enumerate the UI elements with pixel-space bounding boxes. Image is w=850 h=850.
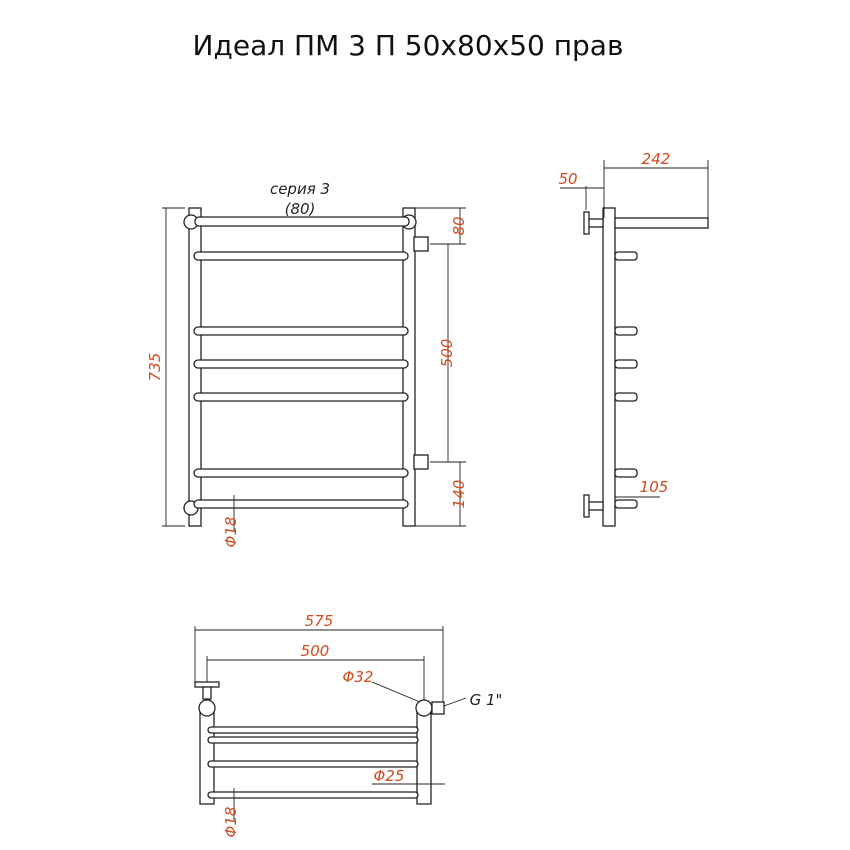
top-right-collector-end bbox=[415, 699, 433, 717]
front-dim-bottom: 140 bbox=[450, 480, 468, 509]
side-rung-stub bbox=[614, 499, 638, 509]
top-left-wall-bracket bbox=[194, 681, 220, 688]
top-rung bbox=[207, 791, 419, 799]
side-riser bbox=[602, 207, 616, 527]
top-dim-width: 575 bbox=[305, 612, 334, 630]
series-label: серия 3 bbox=[270, 180, 330, 198]
top-shelf-rung bbox=[207, 726, 419, 734]
side-shelf bbox=[614, 217, 709, 229]
side-rung-stub bbox=[614, 251, 638, 261]
top-shelf-rung bbox=[207, 736, 419, 744]
front-shelf-bar bbox=[194, 216, 410, 227]
side-dim-offset: 50 bbox=[558, 170, 577, 188]
side-top-bracket bbox=[587, 218, 604, 228]
top-dim-tube: Φ18 bbox=[222, 807, 240, 838]
top-view: 575 500 Φ32 G 1" Φ25 Φ18 bbox=[194, 612, 503, 838]
front-rung bbox=[193, 499, 409, 509]
top-dim-thread: G 1" bbox=[470, 691, 503, 709]
side-rung-stub bbox=[614, 326, 638, 336]
top-thread-connector bbox=[431, 701, 445, 715]
top-left-collector-end bbox=[198, 699, 216, 717]
side-rung-stub bbox=[614, 359, 638, 369]
top-left-bracket-stem bbox=[202, 686, 212, 700]
side-dim-depth: 242 bbox=[642, 150, 671, 168]
front-rung bbox=[193, 468, 409, 478]
top-left-collector bbox=[199, 705, 215, 805]
series-sub-label: (80) bbox=[285, 200, 316, 218]
front-view: 735 серия 3 (80) 80 500 140 Φ18 bbox=[146, 180, 468, 547]
side-bottom-bracket bbox=[587, 501, 604, 511]
side-rung-stub bbox=[614, 468, 638, 478]
front-rung bbox=[193, 251, 409, 261]
front-rung bbox=[193, 392, 409, 402]
front-rung bbox=[193, 326, 409, 336]
front-inlet-connector bbox=[413, 236, 429, 252]
side-bottom-wall-plate bbox=[583, 494, 590, 518]
side-top-wall-plate bbox=[583, 211, 590, 235]
top-rung bbox=[207, 760, 419, 768]
front-dim-axis: 500 bbox=[438, 339, 456, 368]
front-outlet-connector bbox=[413, 454, 429, 470]
side-dim-bottom: 105 bbox=[640, 478, 669, 496]
side-rung-stub bbox=[614, 392, 638, 402]
front-rung bbox=[193, 359, 409, 369]
front-dim-tube: Φ18 bbox=[222, 517, 240, 548]
top-dim-collector: Φ32 bbox=[343, 668, 374, 686]
drawing-title: Идеал ПМ 3 П 50х80х50 прав bbox=[193, 29, 624, 62]
top-dim-rung: Φ25 bbox=[374, 767, 405, 785]
top-right-collector bbox=[416, 705, 432, 805]
front-dim-height: 735 bbox=[146, 353, 164, 382]
top-dim-axis: 500 bbox=[301, 642, 330, 660]
side-view: 242 50 105 bbox=[558, 150, 709, 527]
front-dim-top: 80 bbox=[450, 216, 468, 235]
